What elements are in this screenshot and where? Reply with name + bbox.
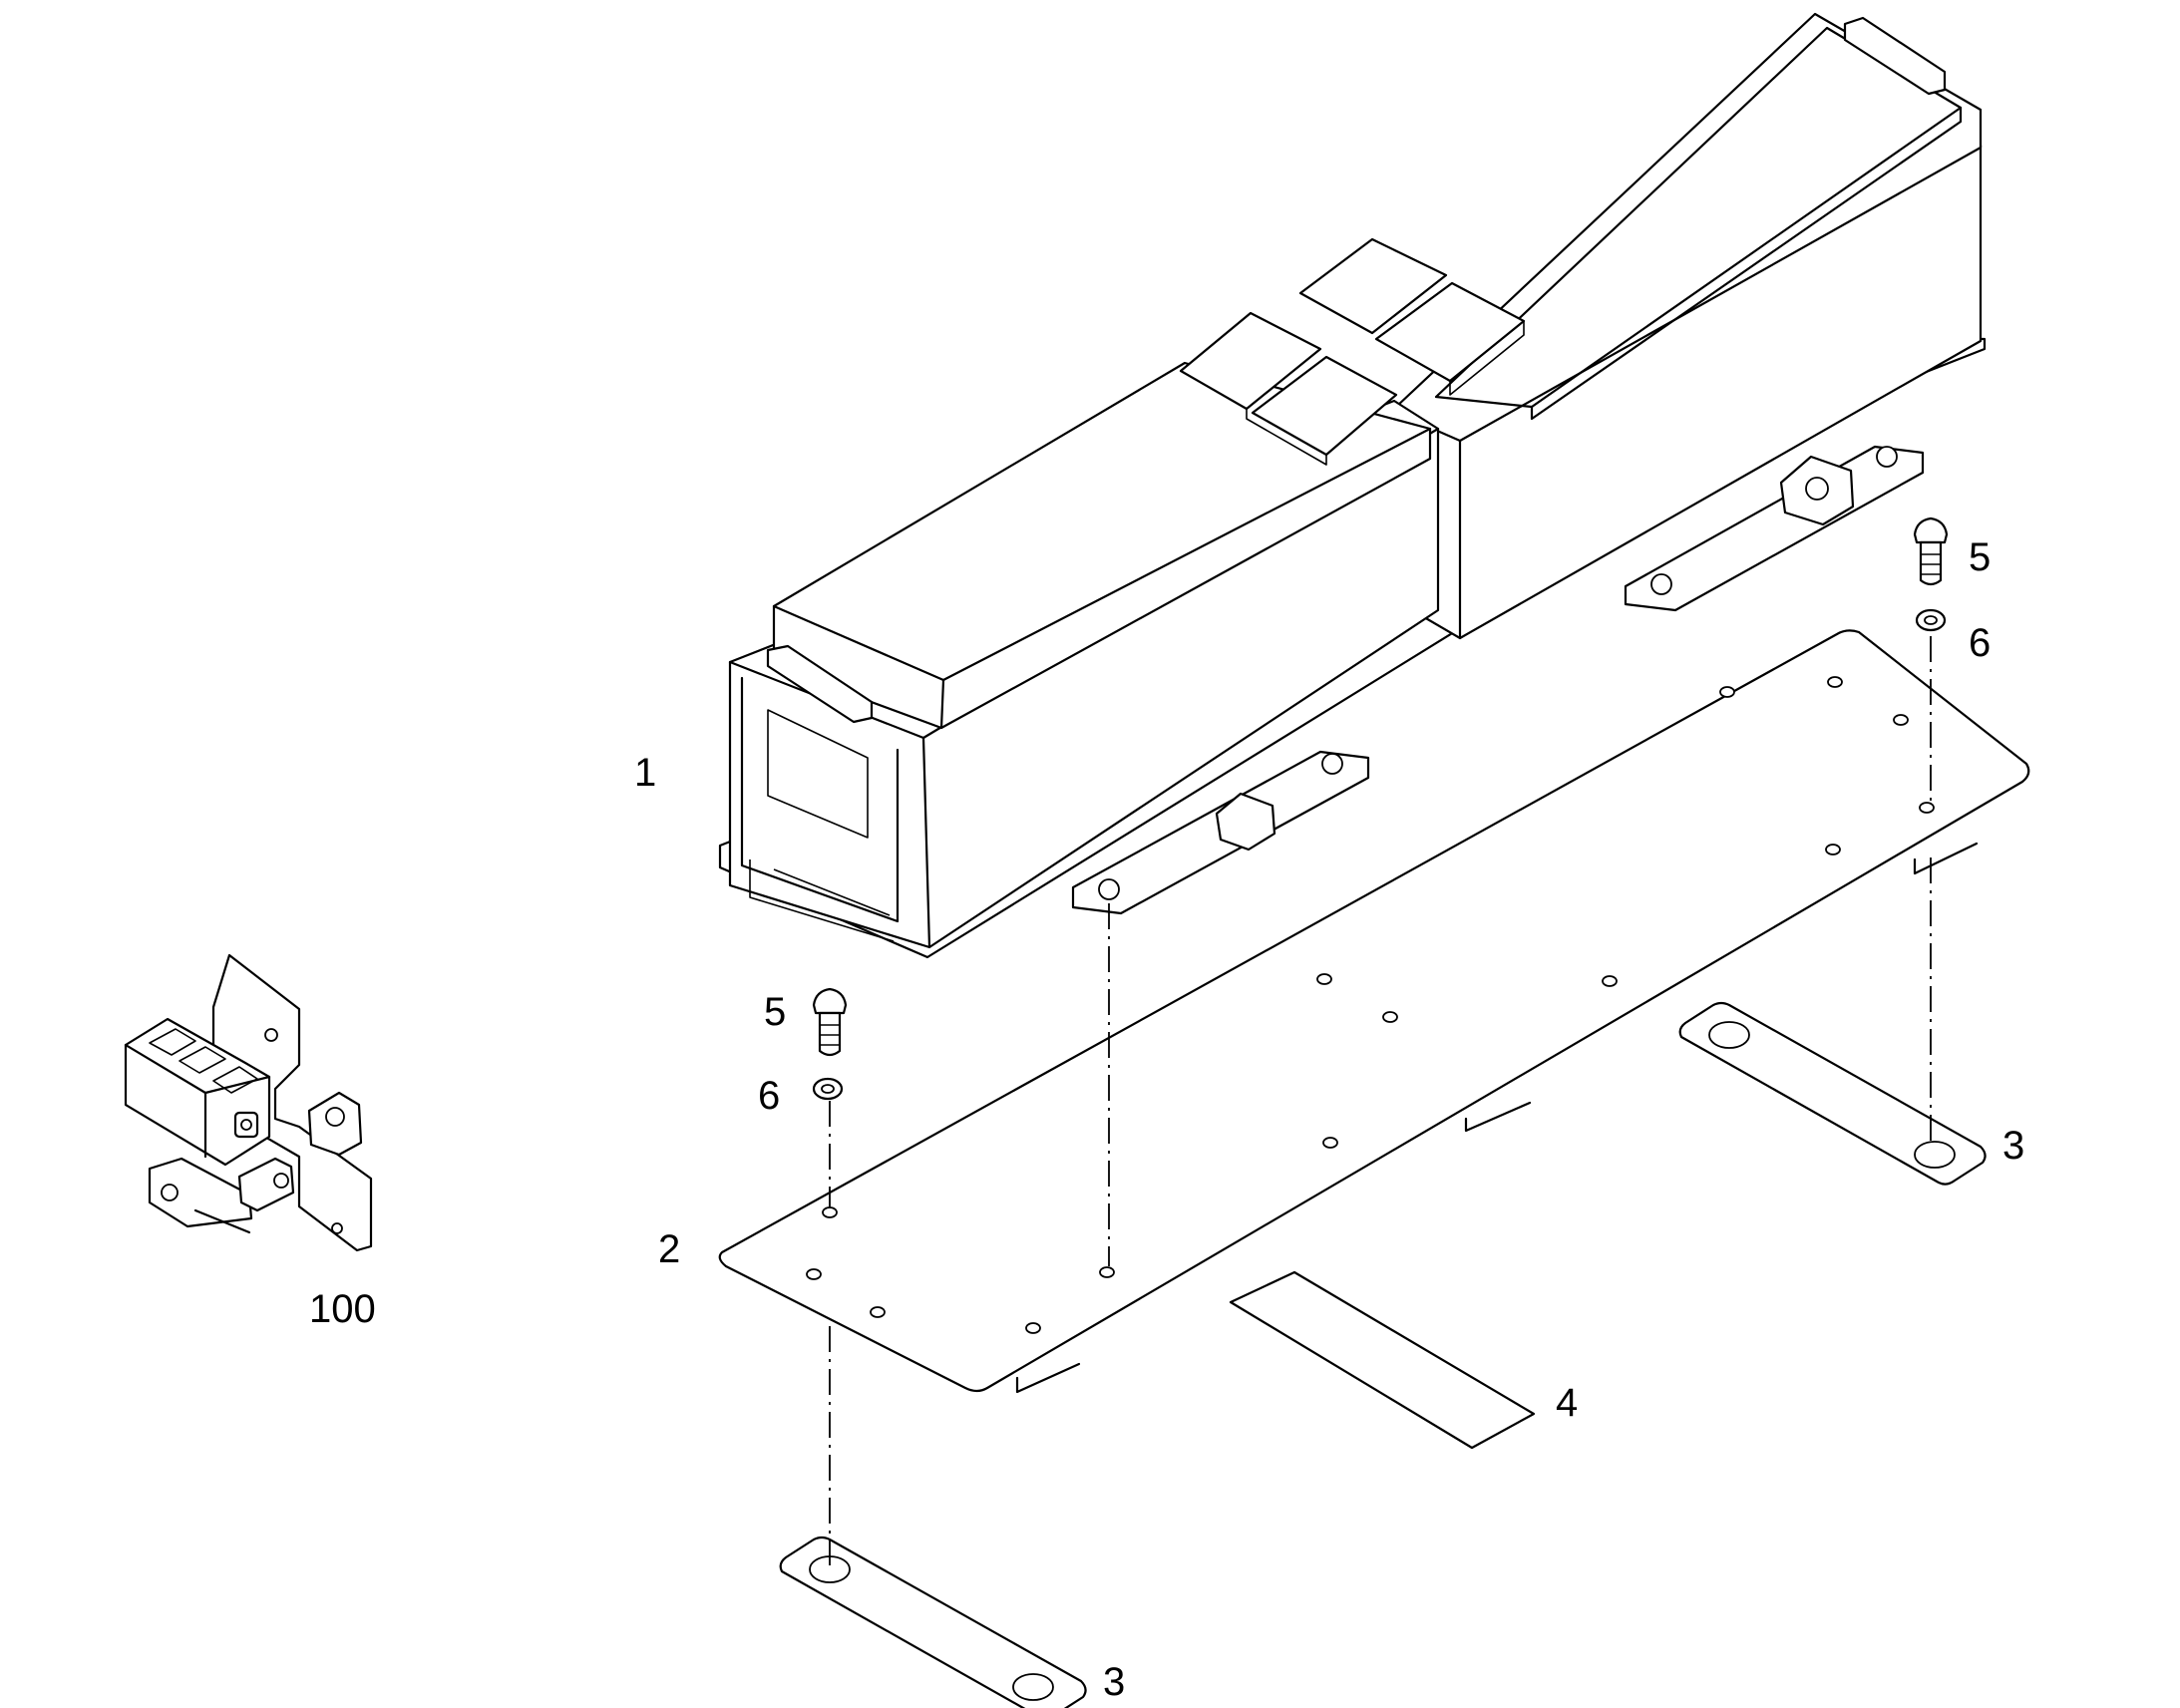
base-plate-2-outline [718, 629, 2030, 1393]
battery-box-1 [718, 12, 1987, 959]
callout-washer-left: 6 [758, 1074, 780, 1118]
battery-box-right-handle [1843, 16, 1947, 96]
callout-clamp-strip-right: 3 [2002, 1124, 2024, 1168]
bolt-5-left [812, 987, 848, 1057]
washer-6-left [812, 1077, 844, 1101]
callout-washer-right: 6 [1969, 621, 1991, 665]
assembly-center-lines [829, 636, 1932, 1565]
callout-bolt-right: 5 [1969, 535, 1991, 579]
callout-clamp-strip-bottom: 3 [1103, 1660, 1125, 1704]
callout-bolt-left: 5 [764, 990, 786, 1034]
base-plate-2 [718, 629, 2030, 1394]
callout-labels: 1 2 3 3 4 5 6 5 6 100 [309, 535, 2024, 1704]
callout-battery-box: 1 [634, 751, 656, 795]
washer-6-right [1915, 608, 1947, 632]
clamp-strip-3-bottom [779, 1536, 1087, 1708]
base-plate-holes [806, 676, 1935, 1334]
callout-switch-assembly: 100 [309, 1287, 376, 1331]
switch-terminal-block [124, 1017, 271, 1167]
battery-box-left-handle [766, 644, 874, 724]
terminal-cover-right-a [1298, 237, 1448, 335]
callout-rubber-pad: 4 [1556, 1381, 1578, 1425]
callout-base-plate: 2 [658, 1227, 680, 1271]
terminal-cover-left-b [1251, 355, 1398, 457]
bolt-5-right [1913, 516, 1949, 586]
terminal-cover-left-a [1179, 311, 1322, 411]
clamp-strip-3-right [1678, 1001, 1987, 1186]
rubber-pad-4 [1229, 1270, 1536, 1450]
switch-lever [148, 1157, 253, 1228]
switch-assembly-100 [124, 953, 373, 1252]
